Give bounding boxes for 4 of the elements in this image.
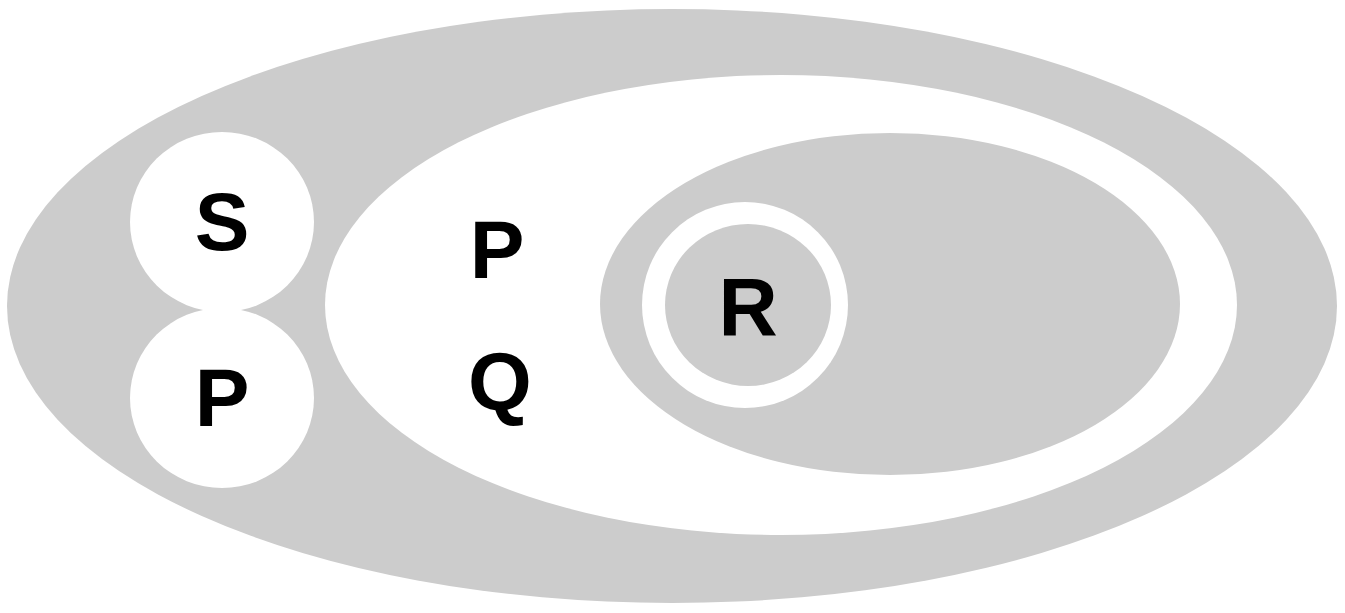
set-letter: P [469,209,525,291]
set-letter: P [194,357,250,439]
set-letter: S [194,181,250,263]
set-letter: R [718,266,778,348]
